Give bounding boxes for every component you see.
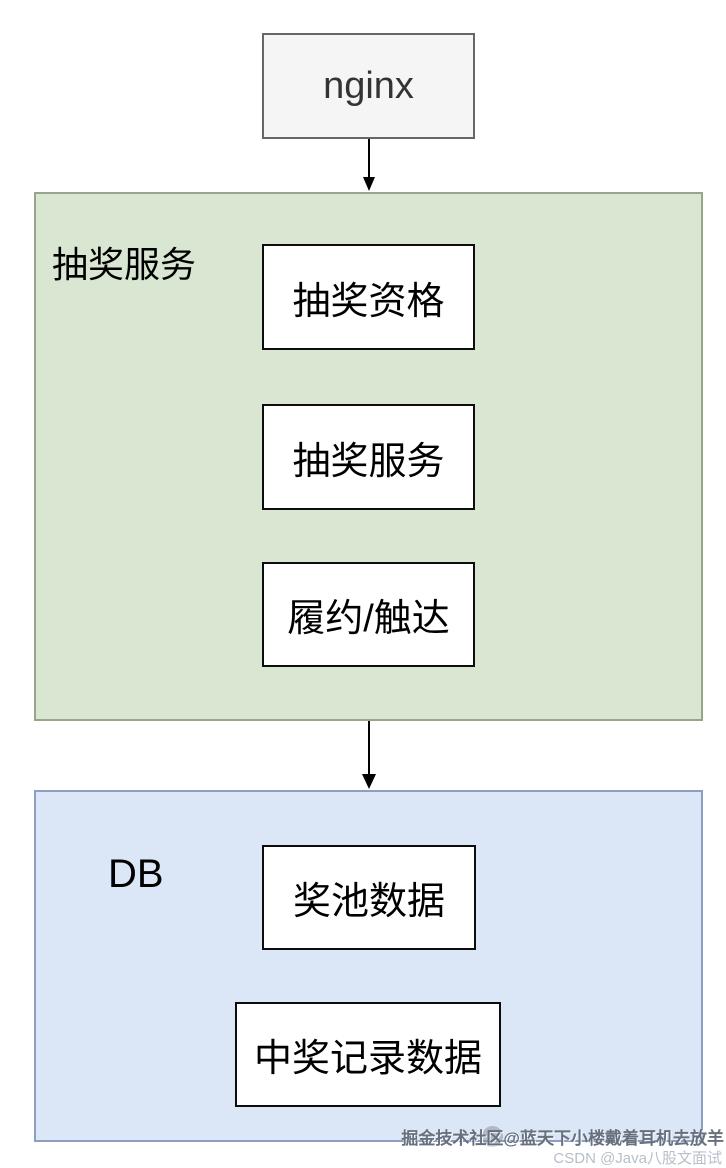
watermark-csdn: CSDN @Java八股文面试 — [553, 1150, 722, 1167]
arrow-lottery-to-db-icon — [362, 721, 376, 789]
lottery-qualification-node: 抽奖资格 — [262, 244, 475, 350]
db-section-label: DB — [108, 852, 164, 896]
prize-pool-data-node: 奖池数据 — [262, 845, 476, 950]
watermark-logo-icon — [482, 1126, 503, 1147]
arrow-nginx-to-lottery-icon — [363, 139, 375, 191]
lottery-service-label: 抽奖服务 — [292, 440, 445, 483]
lottery-qualification-label: 抽奖资格 — [292, 280, 445, 323]
winning-record-data-node: 中奖记录数据 — [235, 1002, 501, 1107]
lottery-section-label: 抽奖服务 — [52, 244, 197, 285]
fulfillment-reach-label: 履约/触达 — [287, 598, 450, 640]
fulfillment-reach-node: 履约/触达 — [262, 562, 475, 667]
winning-record-data-label: 中奖记录数据 — [253, 1038, 482, 1080]
watermark-juejin: 掘金技术社区@蓝天下小楼戴着耳机去放羊 — [401, 1129, 724, 1148]
nginx-node: nginx — [262, 33, 475, 139]
nginx-node-label: nginx — [323, 64, 414, 107]
lottery-service-node: 抽奖服务 — [262, 404, 475, 510]
prize-pool-data-label: 奖池数据 — [292, 881, 445, 923]
